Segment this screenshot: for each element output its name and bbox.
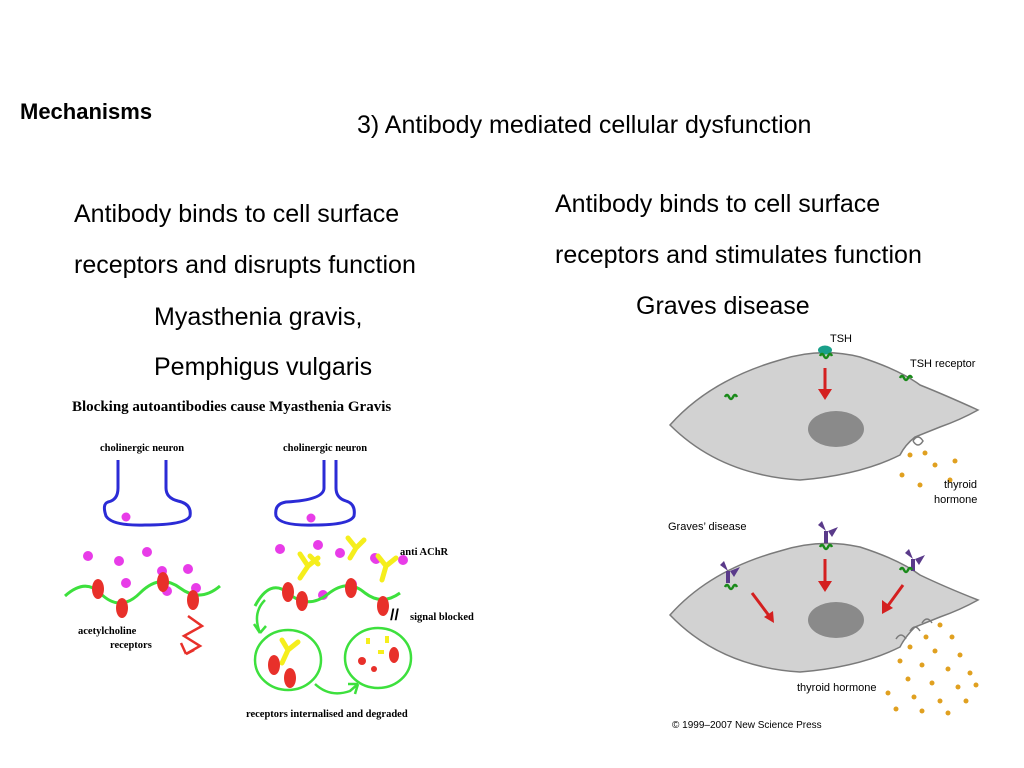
right-text-line-1: Antibody binds to cell surface [555, 190, 881, 218]
vesicle [306, 513, 316, 523]
slide-subtitle: 3) Antibody mediated cellular dysfunctio… [357, 111, 812, 139]
acetylcholine-molecules-2 [275, 540, 408, 600]
degraded-fragments [358, 636, 399, 672]
left-text-line-2: receptors and disrupts function [74, 251, 416, 279]
block-symbol: // [390, 607, 399, 624]
receptor-label-2: receptors [110, 640, 152, 651]
hormone-label-1: thyroid [944, 479, 977, 491]
exocytosis [912, 436, 924, 446]
left-disease-2: Pemphigus vulgaris [154, 353, 373, 381]
slide-heading: Mechanisms [20, 99, 153, 124]
endosome-2 [343, 626, 413, 690]
antibody-label: anti AChR [400, 547, 449, 558]
thyroid-hormone-dots-2 [885, 622, 979, 716]
receptor-label-1: acetylcholine [78, 626, 137, 637]
degraded-label: receptors internalised and degraded [246, 709, 408, 720]
receptors-2 [282, 578, 389, 616]
nucleus [808, 602, 864, 638]
receptors-1 [92, 572, 199, 618]
left-figure-title: Blocking autoantibodies cause Myasthenia… [72, 399, 391, 415]
hormone-label-2: hormone [934, 494, 977, 506]
vesicle [121, 512, 131, 522]
myasthenia-gravis-figure: Blocking autoantibodies cause Myasthenia… [63, 399, 474, 720]
graves-label: Graves’ disease [668, 521, 746, 533]
tsh-label: TSH [830, 333, 852, 345]
anti-achr-antibodies [297, 535, 399, 583]
graves-disease-figure: TSH TSH receptor thyroid hormone Graves’… [668, 333, 980, 731]
thyroid-hormone-dots-1 [899, 450, 958, 488]
right-disease: Graves disease [636, 292, 810, 320]
tsh-receptor [898, 374, 914, 382]
signal-zigzag [181, 614, 205, 656]
neuron-label-1: cholinergic neuron [100, 443, 184, 454]
postsynaptic-membrane-2 [253, 584, 401, 607]
left-disease-1: Myasthenia gravis, [154, 303, 363, 331]
neuron-terminal-1 [102, 460, 192, 527]
tsh-receptor-label: TSH receptor [910, 358, 976, 370]
tsh-receptor [723, 393, 739, 401]
tsh-molecule [818, 345, 832, 355]
stimulating-antibodies [720, 521, 925, 583]
right-text-line-2: receptors and stimulates function [555, 241, 922, 269]
signal-label: signal blocked [410, 612, 474, 623]
left-text-line-1: Antibody binds to cell surface [74, 200, 400, 228]
neuron-label-2: cholinergic neuron [283, 443, 367, 454]
endosome-1 [253, 628, 323, 692]
copyright: © 1999–2007 New Science Press [672, 720, 822, 731]
neuron-terminal-2 [274, 460, 356, 527]
degradation-arrow [314, 683, 359, 695]
hormone-label-full: thyroid hormone [797, 682, 877, 694]
nucleus [808, 411, 864, 447]
